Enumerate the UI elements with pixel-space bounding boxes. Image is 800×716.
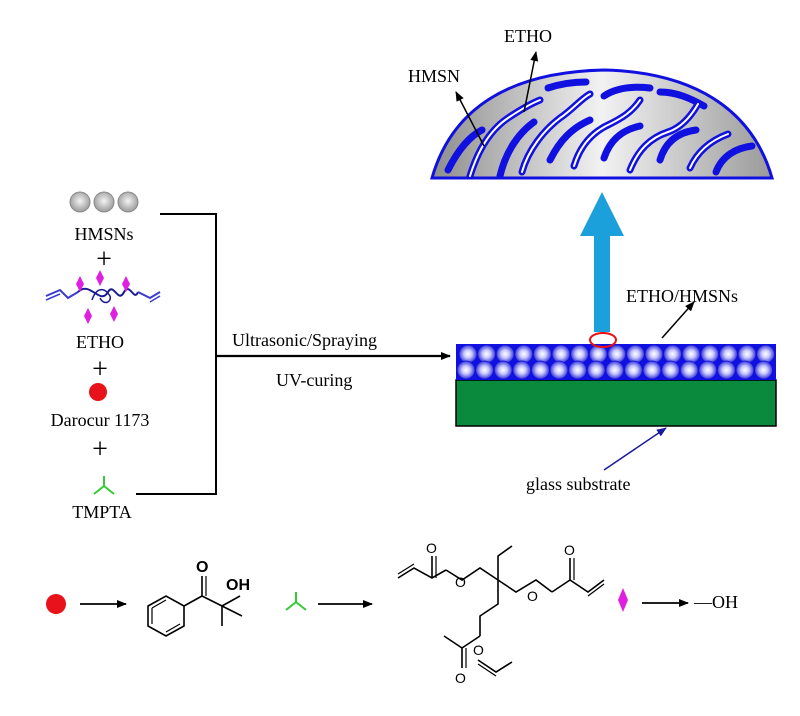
coated-particle — [531, 360, 550, 380]
coated-particle — [493, 360, 513, 380]
coated-particle — [475, 360, 495, 380]
coated-particle — [514, 344, 534, 364]
darocur-label: Darocur 1173 — [50, 410, 150, 430]
coated-particle — [549, 360, 569, 380]
tmpta-legend-icon — [285, 592, 307, 611]
coated-particle — [570, 344, 589, 364]
coated-particle — [624, 360, 643, 380]
hydroxyl-bond: — — [694, 592, 712, 612]
hmsns-label: HMSNs — [74, 224, 134, 244]
coated-particle — [626, 344, 645, 364]
coating-particles — [456, 344, 775, 380]
coated-particle — [551, 344, 571, 364]
coated-particle — [642, 360, 662, 380]
coated-particle — [700, 344, 720, 364]
coated-particle — [607, 344, 627, 364]
tmpta-label: TMPTA — [72, 502, 132, 522]
etho-hmsns-pointer — [661, 301, 695, 339]
coated-particle — [586, 360, 606, 380]
coated-particle — [456, 360, 476, 380]
plus-sign: + — [92, 354, 108, 385]
substrate-label: glass substrate — [526, 474, 631, 494]
coated-particle — [663, 344, 682, 364]
process-step-1-label: Ultrasonic/Spraying — [232, 330, 377, 350]
hmsns-particles — [69, 191, 139, 213]
coated-particle — [756, 344, 775, 364]
substrate-pointer — [603, 427, 667, 471]
darocur-structure — [147, 576, 243, 637]
hmsn-label: HMSN — [408, 66, 461, 86]
coated-particle — [533, 344, 552, 364]
legend-dot-icon — [46, 594, 66, 614]
legend-diamond-icon — [618, 588, 628, 612]
tmpta-structure — [397, 545, 605, 677]
coating-layer-label: ETHO/HMSNs — [626, 286, 739, 306]
hmsn-pointer — [455, 91, 485, 147]
darocur-dot-icon — [89, 383, 107, 401]
coated-particle — [754, 360, 773, 380]
tmpta-icon — [93, 476, 115, 495]
coated-particle — [679, 360, 699, 380]
coated-particle — [661, 360, 680, 380]
etho-molecule-icon — [45, 270, 161, 324]
coated-particle — [719, 344, 738, 364]
glass-substrate — [455, 379, 777, 427]
coated-particle — [512, 360, 532, 380]
coated-particle — [717, 360, 736, 380]
zoom-ring — [589, 332, 617, 348]
coated-particle — [681, 344, 701, 364]
coated-particle — [735, 360, 755, 380]
darocur-oh-label: OH — [226, 577, 250, 594]
plus-sign: + — [92, 434, 108, 465]
etho-label: ETHO — [76, 332, 124, 352]
etho-pointer — [523, 51, 539, 113]
ingredients-bracket — [136, 213, 217, 495]
magnify-arrow — [580, 192, 624, 332]
coated-particle — [605, 360, 625, 380]
process-step-2-label: UV-curing — [276, 370, 353, 390]
plus-sign: + — [96, 244, 112, 275]
coated-particle — [458, 344, 478, 364]
coated-particle — [477, 344, 497, 364]
coated-particle — [737, 344, 757, 364]
hydroxyl-label: OH — [712, 592, 738, 612]
etho-pore-label: ETHO — [504, 26, 552, 46]
coated-particle — [495, 344, 515, 364]
coated-particle — [644, 344, 664, 364]
magnified-hmsn — [430, 68, 774, 180]
coated-particle — [698, 360, 718, 380]
coated-particle — [568, 360, 587, 380]
